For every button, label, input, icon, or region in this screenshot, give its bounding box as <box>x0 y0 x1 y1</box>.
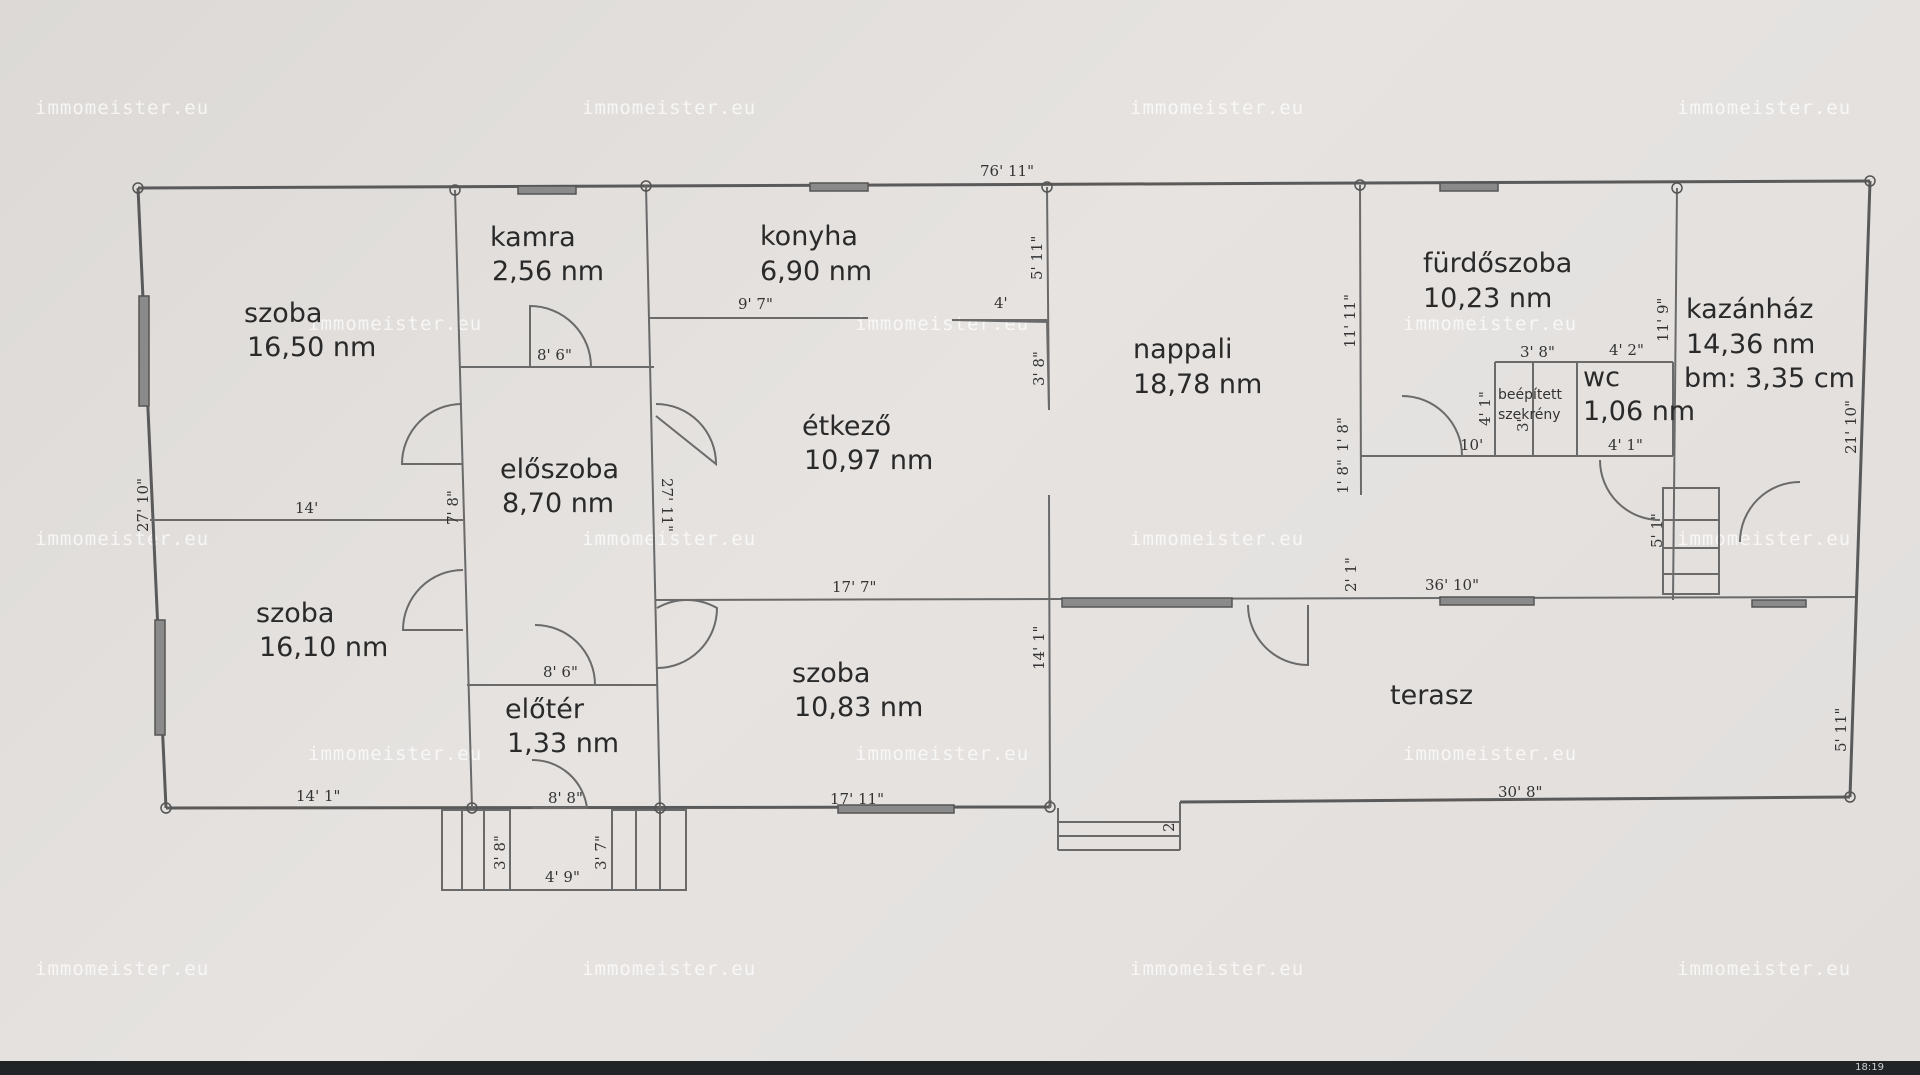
room-extra: bm: 3,35 cm <box>1684 363 1855 394</box>
taskbar: 18:19 <box>0 1061 1920 1075</box>
room-name: előtér <box>505 694 585 725</box>
dimension-label: 7' 8" <box>444 490 462 525</box>
dimension-label: 8' 6" <box>537 346 572 364</box>
room-area: 16,10 nm <box>259 632 388 663</box>
watermark: immomeister.eu <box>1677 958 1851 980</box>
closet-label: beépített <box>1498 387 1562 403</box>
room-area: 1,33 nm <box>507 728 619 759</box>
dimension-label: 17' 7" <box>832 578 876 596</box>
dimension-label: 27' 10" <box>134 478 152 532</box>
room-name: étkező <box>802 411 891 442</box>
watermark: immomeister.eu <box>582 528 756 550</box>
dimension-label: 5' 11" <box>1832 708 1850 752</box>
windows <box>138 182 1807 814</box>
dimension-label: 3' 8" <box>491 835 509 870</box>
watermark: immomeister.eu <box>35 97 209 119</box>
dimension-label: 4' 1" <box>1608 436 1643 454</box>
dimension-label: 2' 1" <box>1342 557 1360 592</box>
watermarks: immomeister.eu immomeister.eu immomeiste… <box>35 97 1851 980</box>
watermark: immomeister.eu <box>1677 97 1851 119</box>
dimension-label: 3' 7" <box>592 835 610 870</box>
room-area: 18,78 nm <box>1133 369 1262 400</box>
dimension-label: 76' 11" <box>980 162 1034 180</box>
room-name: wc <box>1583 362 1620 393</box>
watermark: immomeister.eu <box>582 97 756 119</box>
watermark: immomeister.eu <box>308 743 482 765</box>
room-name: terasz <box>1390 680 1473 711</box>
room-area: 8,70 nm <box>502 488 614 519</box>
dimension-label: 1' 8" <box>1334 417 1352 452</box>
dimension-label: 17' 11" <box>830 790 884 808</box>
dimension-label: 36' 10" <box>1425 576 1479 594</box>
dimension-label: 14' <box>295 499 318 517</box>
dimension-label: 5' 1" <box>1648 513 1666 548</box>
room-name: fürdőszoba <box>1423 248 1572 279</box>
dimension-label: 2 <box>1160 822 1178 832</box>
dimension-label: 27' 11" <box>658 478 676 532</box>
dimension-label: 14' 1" <box>1030 626 1048 670</box>
dimension-label: 3' <box>1514 418 1532 432</box>
room-name: előszoba <box>500 454 619 485</box>
room-name: kamra <box>490 222 576 253</box>
dimension-label: 4' 9" <box>545 868 580 886</box>
dimension-label: 8' 8" <box>548 789 583 807</box>
walls <box>136 179 1872 891</box>
watermark: immomeister.eu <box>308 313 482 335</box>
watermark: immomeister.eu <box>1403 743 1577 765</box>
dimension-label: 11' 9" <box>1654 298 1672 342</box>
room-name: konyha <box>760 221 858 252</box>
dimension-label: 11' 11" <box>1341 294 1359 348</box>
dimension-labels: 76' 11" 8' 6" 9' 7" 4' 5' 11" 3' 8" 27' … <box>134 162 1860 886</box>
dimension-label: 5' 11" <box>1028 236 1046 280</box>
wall-nodes <box>132 175 1876 814</box>
room-area: 6,90 nm <box>760 256 872 287</box>
watermark: immomeister.eu <box>35 528 209 550</box>
watermark: immomeister.eu <box>1403 313 1577 335</box>
watermark: immomeister.eu <box>1130 958 1304 980</box>
dimension-label: 4' 2" <box>1609 341 1644 359</box>
watermark: immomeister.eu <box>1130 97 1304 119</box>
room-labels: kamra 2,56 nm konyha 6,90 nm szoba 16,50… <box>244 221 1855 759</box>
room-area: 10,23 nm <box>1423 283 1552 314</box>
room-area: 2,56 nm <box>492 256 604 287</box>
dimension-label: 10' <box>1460 436 1483 454</box>
room-area: 14,36 nm <box>1686 329 1815 360</box>
room-name: kazánház <box>1686 294 1813 325</box>
room-area: 10,97 nm <box>804 445 933 476</box>
closet-label: szekrény <box>1498 407 1561 423</box>
dimension-label: 4' <box>994 294 1008 312</box>
room-name: nappali <box>1133 334 1232 365</box>
watermark: immomeister.eu <box>1677 528 1851 550</box>
dimension-label: 8' 6" <box>543 663 578 681</box>
room-area: 10,83 nm <box>794 692 923 723</box>
dimension-label: 1' 8" <box>1334 459 1352 494</box>
room-name: szoba <box>244 298 322 329</box>
dimension-label: 30' 8" <box>1498 783 1542 801</box>
dimension-label: 3' 8" <box>1520 343 1555 361</box>
dimension-label: 3' 8" <box>1030 351 1048 386</box>
dimension-label: 9' 7" <box>738 295 773 313</box>
watermark: immomeister.eu <box>855 313 1029 335</box>
room-area: 16,50 nm <box>247 332 376 363</box>
doors <box>400 304 1801 809</box>
watermark: immomeister.eu <box>1130 528 1304 550</box>
dimension-label: 21' 10" <box>1842 400 1860 454</box>
dimension-label: 4' 1" <box>1476 391 1494 426</box>
watermark: immomeister.eu <box>582 958 756 980</box>
watermark: immomeister.eu <box>35 958 209 980</box>
watermark: immomeister.eu <box>855 743 1029 765</box>
room-name: szoba <box>792 658 870 689</box>
room-name: szoba <box>256 598 334 629</box>
taskbar-clock: 18:19 <box>1855 1062 1884 1073</box>
dimension-lines <box>648 317 1050 411</box>
room-area: 1,06 nm <box>1583 396 1695 427</box>
dimension-label: 14' 1" <box>296 787 340 805</box>
